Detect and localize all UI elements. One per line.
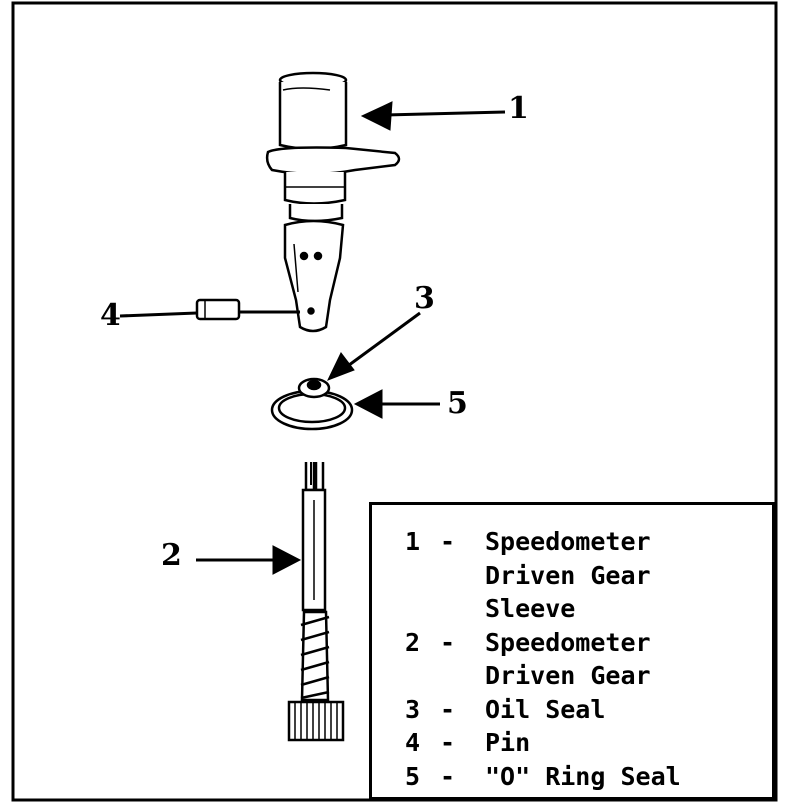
legend-item: 2 - Speedometer [405,626,772,660]
legend-separator: - [440,627,456,657]
legend-separator: - [440,527,456,556]
legend-item: 4 - Pin [405,726,772,760]
legend-number: 5 [405,761,421,791]
legend-item-continuation: Driven Gear [405,659,772,693]
legend-label-line: Driven Gear [485,661,651,690]
legend-number: 3 [405,694,421,724]
legend-label-line: Speedometer [485,627,651,657]
callout-5: 5 [447,386,468,421]
callout-4: 4 [100,298,121,333]
legend-item: 3 - Oil Seal [405,693,772,727]
pin-part [195,298,241,321]
oil-seal-oring-part [270,377,354,431]
legend-item-continuation: Sleeve [405,592,772,626]
legend-label-line: Oil Seal [485,694,606,724]
callout-1: 1 [508,91,529,126]
legend-item: 1 - Speedometer [405,525,772,559]
diagram-frame [11,1,778,802]
legend-number: 2 [405,627,421,657]
driven-gear-part [287,462,345,742]
legend-number: 1 [405,527,421,556]
legend-separator: - [440,761,456,791]
sleeve-part [265,71,401,333]
parts-legend: 1 - Speedometer Driven Gear Sleeve 2 - S… [369,502,775,800]
leader-lines [119,101,506,575]
legend-item-continuation: Driven Gear [405,559,772,593]
legend-separator: - [440,694,456,724]
legend-separator: - [440,728,456,757]
legend-label-line: "O" Ring Seal [485,761,681,791]
legend-item: 5 - "O" Ring Seal [405,760,772,794]
legend-label-line: Speedometer [485,527,651,556]
legend-label-line: Sleeve [485,594,576,623]
legend-label-line: Pin [485,728,531,757]
legend-label-line: Driven Gear [485,560,651,590]
callout-3: 3 [414,281,435,316]
callout-2: 2 [161,538,182,573]
legend-number: 4 [405,728,421,757]
